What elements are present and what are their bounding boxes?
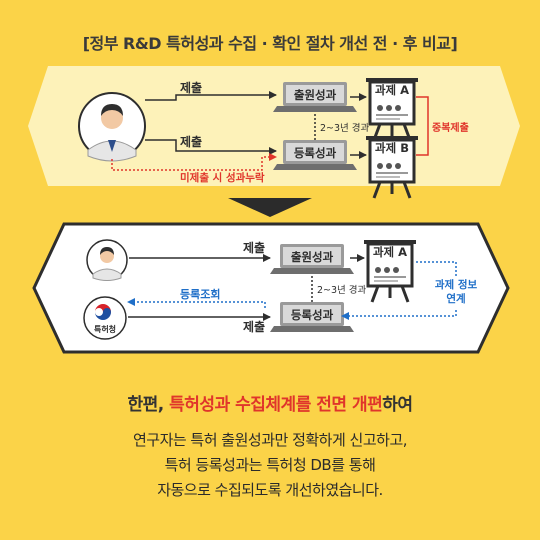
after-submit-top-label: 제출 — [243, 240, 265, 255]
body-line-1: 연구자는 특허 출원성과만 정확하게 신고하고, — [132, 431, 408, 449]
after-researcher-icon — [86, 239, 128, 281]
before-task-a-label: 과제 A — [375, 83, 409, 97]
body-line-2: 특허 등록성과는 특허청 DB를 통해 — [164, 456, 376, 474]
down-arrow-icon — [228, 198, 312, 217]
before-duplicate-label: 중복제출 — [432, 121, 469, 134]
after-task-a-label: 과제 A — [373, 245, 407, 259]
body-line-3: 자동으로 수집되도록 개선하였습니다. — [157, 481, 383, 499]
before-missing-label: 미제출 시 성과누락 — [180, 171, 265, 184]
after-application-label: 출원성과 — [291, 250, 334, 264]
after-elapsed-label: 2~3년 경과 — [317, 284, 367, 296]
after-submit-bottom-label: 제출 — [243, 319, 265, 334]
headline-prefix: 한편, — [127, 395, 170, 415]
researcher-icon — [78, 92, 146, 162]
page-title: [정부 R&D 특허성과 수집 · 확인 절차 개선 전 · 후 비교] — [82, 34, 458, 53]
before-submit-bottom-label: 제출 — [180, 134, 202, 149]
before-submit-top-label: 제출 — [180, 80, 202, 95]
before-task-b-label: 과제 B — [375, 141, 409, 155]
before-application-label: 출원성과 — [294, 88, 337, 102]
kipo-logo — [83, 296, 127, 340]
after-link-label-line2: 연계 — [446, 292, 465, 305]
before-registration-label: 등록성과 — [294, 146, 337, 160]
headline-highlight: 특허성과 수집체계를 전면 개편 — [169, 395, 383, 415]
kipo-label: 특허청 — [94, 324, 116, 334]
after-lookup-label: 등록조회 — [180, 287, 220, 301]
after-registration-label: 등록성과 — [291, 308, 334, 322]
before-elapsed-label: 2~3년 경과 — [320, 122, 370, 134]
headline-suffix: 하여 — [382, 395, 413, 415]
body-text: 연구자는 특허 출원성과만 정확하게 신고하고, 특허 등록성과는 특허청 DB… — [0, 428, 540, 503]
headline: 한편, 특허성과 수집체계를 전면 개편하여 — [0, 390, 540, 415]
after-link-label-line1: 과제 정보 — [435, 278, 478, 291]
